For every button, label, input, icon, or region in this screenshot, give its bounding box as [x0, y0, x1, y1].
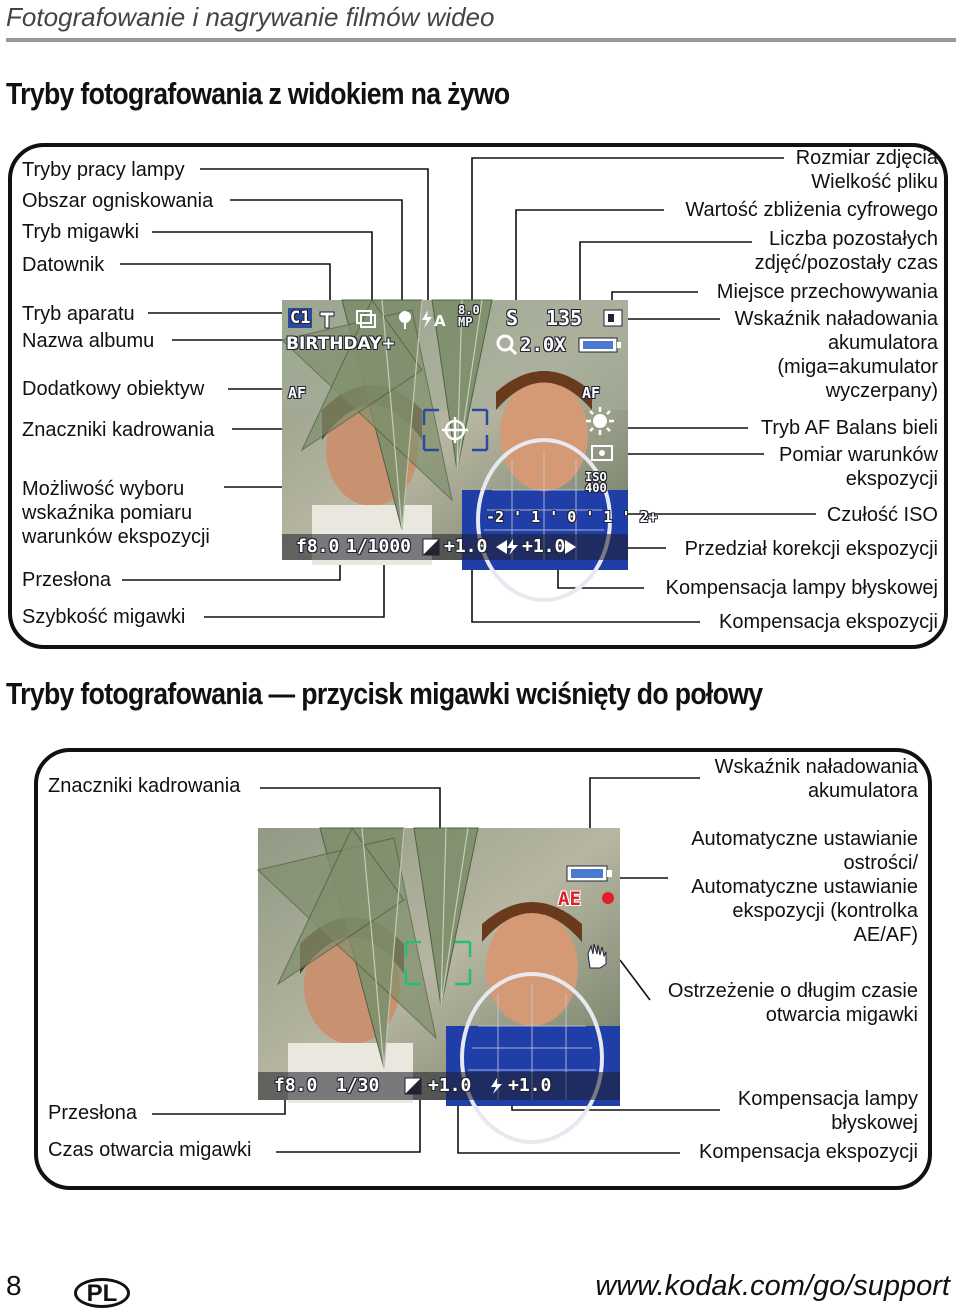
- flash-comp-icon: [507, 539, 518, 555]
- internal-memory-icon: [603, 309, 623, 327]
- s2-label-battery-level: Wskaźnik naładowania akumulatora: [714, 756, 918, 802]
- burst-icon: [356, 310, 376, 328]
- s2-label-framing-marks: Znaczniki kadrowania: [48, 775, 241, 797]
- s1-label-storage-location: Miejsce przechowywania: [716, 281, 938, 303]
- s1-label-accessory-lens: Dodatkowy obiektyw: [22, 378, 205, 400]
- s1-label-exposure-metering: Pomiar warunków ekspozycji: [779, 444, 938, 490]
- s2-label-shutter-time: Czas otwarcia migawki: [48, 1139, 252, 1161]
- scale-arrow-left-icon: [496, 540, 507, 554]
- s2-label-exposure-compensation: Kompensacja ekspozycji: [699, 1141, 918, 1163]
- s1-lcd-preview: C1 A 8.0 MP S 135 BIRTHDAY+ 2.0X AF AF I…: [280, 299, 658, 602]
- s1-label-framing-marks: Znaczniki kadrowania: [22, 419, 215, 441]
- s1-label-date-stamp: Datownik: [22, 254, 105, 276]
- s1-label-aperture: Przesłona: [22, 569, 111, 591]
- s1-label-album-name: Nazwa albumu: [22, 330, 155, 352]
- s1-lcd-size-mode: S: [506, 306, 519, 330]
- s1-lcd-af-right: AF: [582, 384, 601, 402]
- s2-lcd-preview: AE f8.0 1/30 +1.0 +1.0: [256, 827, 620, 1144]
- header-rule: [6, 38, 956, 42]
- s2-label-slow-shutter-warning: Ostrzeżenie o długim czasie otwarcia mig…: [667, 980, 918, 1026]
- s1-label-battery-level: Wskaźnik naładowania akumulatora (miga=a…: [734, 308, 938, 402]
- s2-label-aperture: Przesłona: [48, 1102, 137, 1124]
- s1-lcd-shutter: 1/1000: [346, 536, 412, 557]
- s1-lcd-camera-mode: C1: [288, 308, 313, 328]
- language-badge: PL: [74, 1278, 130, 1308]
- s2-exposure-comp-icon: [404, 1077, 422, 1095]
- s1-label-exposure-scale: Przedział korekcji ekspozycji: [684, 538, 938, 560]
- exposure-comp-icon: [422, 538, 440, 556]
- s2-lcd-bottom-bar: [258, 1072, 620, 1100]
- s1-label-focus-area: Obszar ogniskowania: [22, 190, 214, 212]
- s1-label-exposure-compensation: Kompensacja ekspozycji: [719, 611, 938, 633]
- s2-battery-icon: [566, 865, 612, 882]
- s1-label-iso: Czułość ISO: [826, 504, 938, 526]
- s1-label-flash-compensation: Kompensacja lampy błyskowej: [665, 577, 938, 599]
- af-dot-icon: [602, 892, 614, 904]
- white-balance-sun-icon: [586, 407, 614, 435]
- flash-auto-icon: A: [422, 310, 446, 330]
- running-header: Fotografowanie i nagrywanie filmów wideo: [6, 2, 495, 32]
- s1-label-camera-mode: Tryb aparatu: [22, 303, 135, 325]
- s1-lcd-album: BIRTHDAY+: [286, 334, 396, 354]
- date-stamp-icon: [319, 311, 335, 329]
- s2-lcd-flash-comp: +1.0: [508, 1075, 552, 1096]
- s1-label-metering-selectable: Możliwość wyboru wskaźnika pomiaru warun…: [22, 478, 210, 548]
- svg-text:A: A: [434, 312, 446, 330]
- section1-title: Tryby fotografowania z widokiem na żywo: [6, 76, 510, 111]
- s2-lcd-ae: AE: [558, 888, 581, 910]
- support-url[interactable]: www.kodak.com/go/support: [595, 1270, 950, 1302]
- s2-label-ae-af: Automatyczne ustawianie ostrości/ Automa…: [691, 828, 918, 946]
- s1-photo: [280, 299, 628, 602]
- s1-label-af-white-balance: Tryb AF Balans bieli: [760, 417, 938, 439]
- s2-lcd-aperture: f8.0: [274, 1075, 318, 1096]
- metering-icon: [591, 445, 613, 461]
- scale-arrow-right-icon: [565, 540, 576, 554]
- s1-label-picture-size: Rozmiar zdjęcia Wielkość pliku: [795, 147, 938, 193]
- macro-flower-icon: [399, 311, 411, 329]
- s1-lcd-exposure-scale: -2 ' 1 ' 0 ' 1 ' 2+: [486, 508, 658, 526]
- s1-lcd-iso: ISO 400: [585, 470, 607, 495]
- s1-lcd-aperture: f8.0: [296, 536, 340, 557]
- page-number: 8: [6, 1270, 22, 1301]
- s1-label-pictures-remaining: Liczba pozostałych zdjęć/pozostały czas: [754, 228, 938, 274]
- s1-label-drive-mode: Tryb migawki: [22, 221, 140, 243]
- s1-lcd-flash-comp: +1.0: [522, 536, 566, 557]
- s1-lcd-picture-count: 135: [546, 306, 583, 330]
- section2-title: Tryby fotografowania — przycisk migawki …: [6, 676, 763, 711]
- shake-hand-icon: [587, 943, 607, 969]
- s2-lcd-shutter: 1/30: [336, 1075, 380, 1096]
- s2-flash-comp-icon: [491, 1078, 502, 1094]
- s1-label-shutter-speed: Szybkość migawki: [22, 606, 186, 628]
- battery-icon: [578, 337, 621, 353]
- s1-lcd-zoom: 2.0X: [520, 334, 566, 356]
- section2-frame: [34, 748, 932, 1190]
- s1-lcd-af-left: AF: [288, 384, 307, 402]
- s2-label-flash-compensation: Kompensacja lampy błyskowej: [737, 1088, 918, 1134]
- s1-lcd-exp-comp: +1.0: [444, 536, 488, 557]
- s2-lcd-exp-comp: +1.0: [428, 1075, 472, 1096]
- zoom-magnifier-icon: [496, 334, 518, 356]
- s1-label-flash-modes: Tryby pracy lampy: [22, 159, 185, 181]
- s1-label-digital-zoom: Wartość zbliżenia cyfrowego: [685, 199, 938, 221]
- section1-frame: [8, 143, 948, 649]
- s1-lcd-megapixels: 8.0 MP: [458, 303, 480, 329]
